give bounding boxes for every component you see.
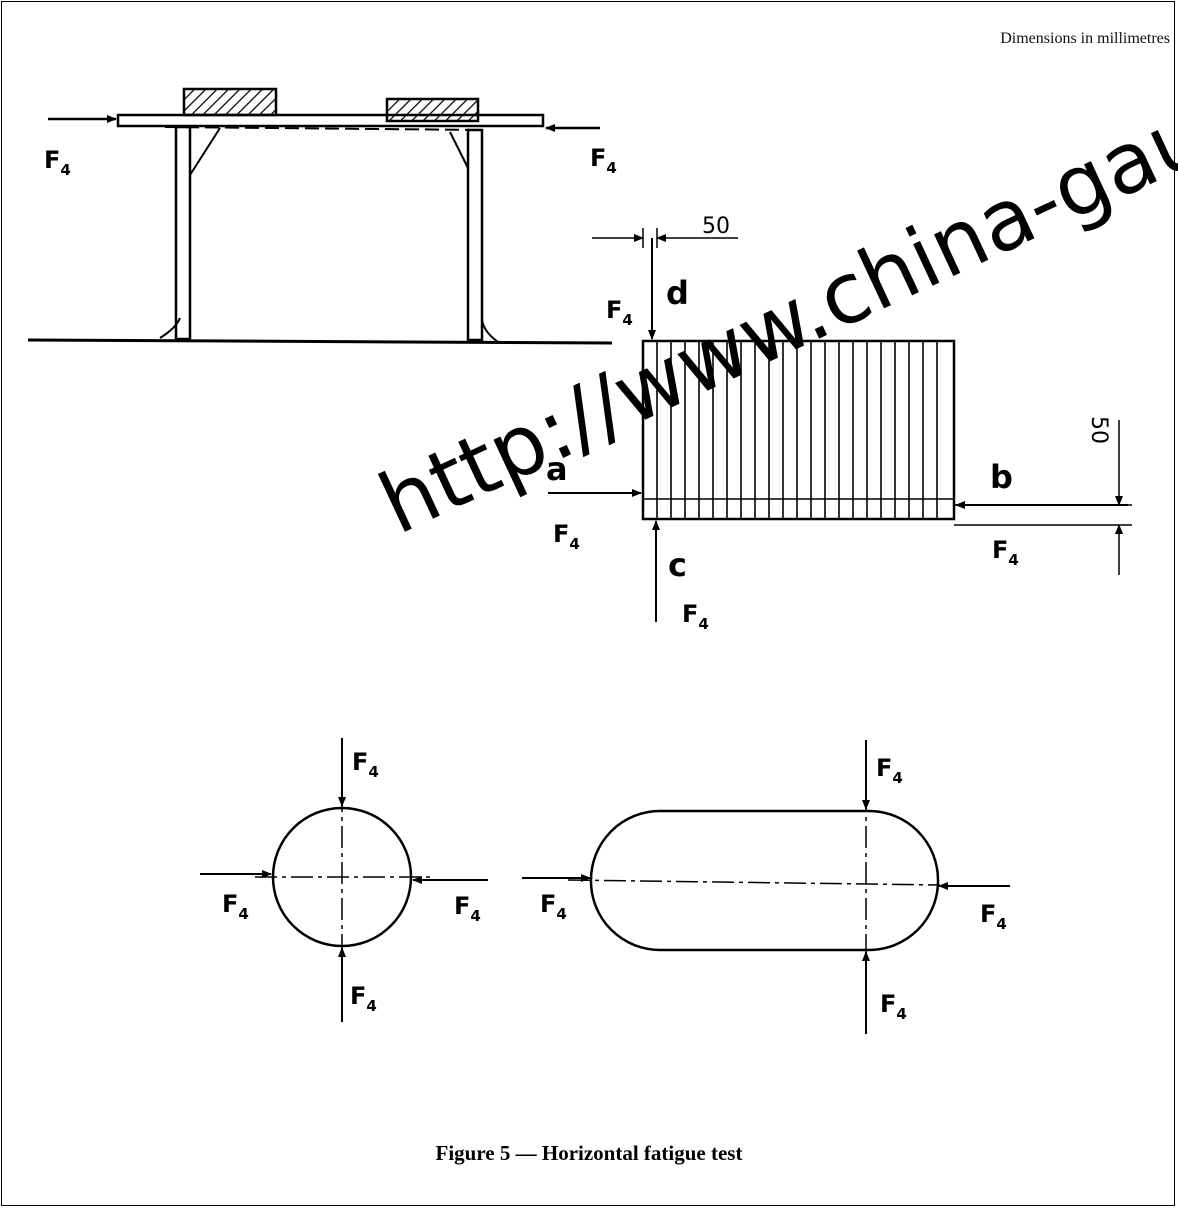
force-label: F4: [590, 144, 617, 177]
table-side-view: [27, 87, 613, 345]
slatted-top-plan: [548, 228, 1132, 622]
force-label: F4: [880, 990, 907, 1023]
point-label-a: a: [546, 450, 568, 488]
force-label: F4: [682, 600, 709, 633]
force-label: F4: [350, 982, 377, 1015]
force-label: F4: [44, 146, 71, 179]
tabletop: [116, 113, 545, 128]
force-label: F4: [980, 900, 1007, 933]
force-label: F4: [222, 890, 249, 923]
weight-left: [182, 87, 278, 117]
point-label-b: b: [990, 458, 1013, 496]
units-note: Dimensions in millimetres: [1000, 30, 1170, 47]
weight-right: [385, 97, 480, 123]
force-label: F4: [876, 754, 903, 787]
force-label: F4: [606, 296, 633, 329]
force-label: F4: [992, 536, 1019, 569]
force-label: F4: [540, 890, 567, 923]
oval-top-view: [522, 740, 1010, 1034]
force-label: F4: [553, 520, 580, 553]
table-leg-right: [466, 128, 484, 342]
point-label-d: d: [666, 274, 689, 312]
watermark-text: http://www.china-gauges.c: [365, 0, 1178, 553]
dimension-label: 50: [1086, 416, 1111, 444]
figure-caption: Figure 5 — Horizontal fatigue test: [435, 1141, 743, 1165]
point-label-c: c: [668, 546, 687, 584]
floor-line: [27, 338, 613, 345]
dimension-label: 50: [702, 214, 730, 239]
round-top-view: [200, 738, 488, 1022]
table-leg-left: [174, 125, 192, 341]
force-label: F4: [352, 748, 379, 781]
force-label: F4: [454, 892, 481, 925]
